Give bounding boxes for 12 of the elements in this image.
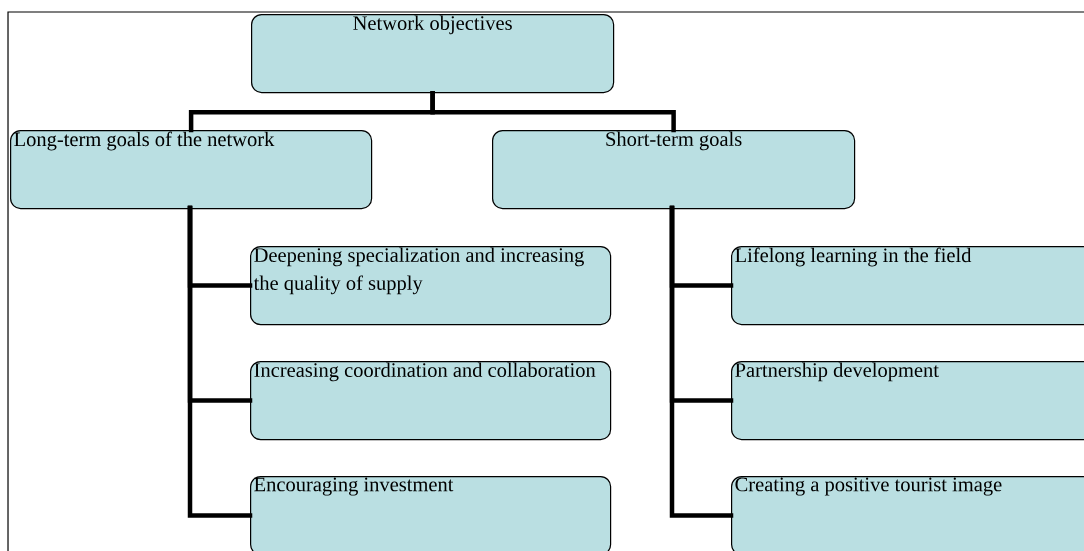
goal-box: Short-term goals: [492, 130, 856, 210]
goal-box: Network objectives: [251, 14, 615, 94]
goal-box: Partnership development: [731, 361, 1084, 441]
goal-box: Encouraging investment: [250, 476, 612, 551]
goal-box: Creating a positive tourist image: [731, 476, 1084, 551]
goal-box: Increasing coordination and collaboration: [250, 361, 612, 441]
connector-line: [430, 90, 676, 133]
goal-box: Long-term goals of the network: [10, 130, 373, 210]
goal-box: Lifelong learning in the field: [731, 246, 1084, 326]
goal-box: Deepening specialization and increasing the quality of supply: [250, 246, 612, 326]
connector-line: [187, 205, 253, 518]
connector-line: [669, 205, 734, 518]
